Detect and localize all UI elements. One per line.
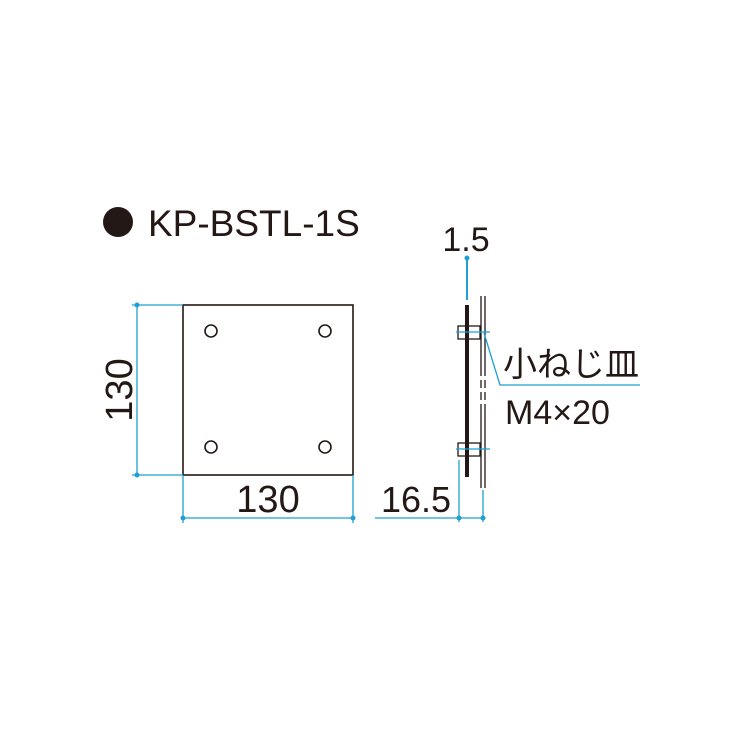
thickness-label: 1.5 (442, 221, 489, 259)
screw-leader-line (483, 332, 640, 386)
mounting-hole (318, 324, 332, 338)
product-title: KP-BSTL-1S (148, 203, 360, 244)
screw-label-type: 小ねじ皿 (503, 346, 639, 384)
height-dimension (132, 302, 183, 478)
bullet-icon (103, 207, 133, 237)
depth-dimension (375, 460, 486, 522)
side-view (456, 296, 490, 488)
width-label: 130 (236, 479, 299, 521)
depth-label: 16.5 (381, 479, 451, 520)
thickness-dimension (464, 255, 470, 300)
mounting-hole (204, 440, 218, 454)
width-dimension (180, 475, 356, 523)
screw-label-size: M4×20 (505, 394, 610, 432)
front-view (182, 304, 354, 476)
plate-outline (182, 304, 354, 476)
mounting-hole (318, 440, 332, 454)
height-label: 130 (99, 358, 141, 421)
mounting-hole (204, 324, 218, 338)
